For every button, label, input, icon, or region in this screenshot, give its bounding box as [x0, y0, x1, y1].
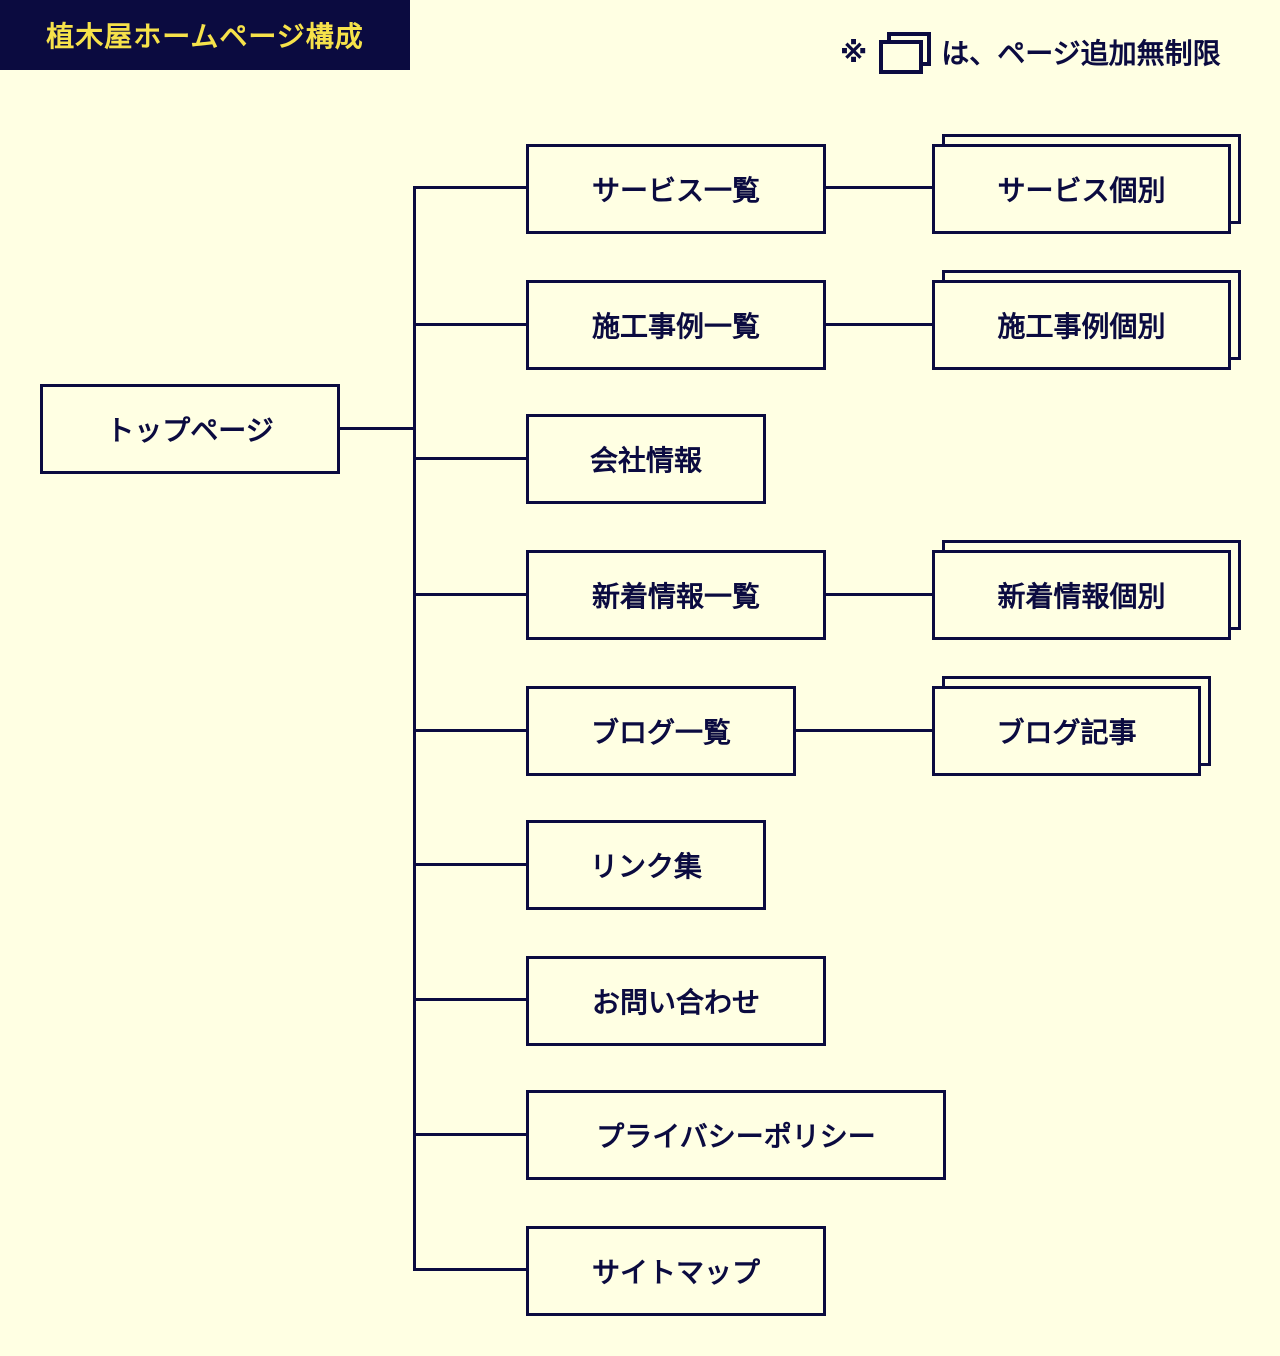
- connector-branch: [413, 593, 528, 596]
- connector-child: [795, 729, 935, 732]
- node-service-detail: サービス個別: [932, 144, 1231, 234]
- connector-child: [825, 593, 935, 596]
- connector-branch: [413, 186, 528, 189]
- node-sitemap: サイトマップ: [526, 1226, 826, 1316]
- connector-branch: [413, 1268, 528, 1271]
- node-links: リンク集: [526, 820, 766, 910]
- node-works-detail: 施工事例個別: [932, 280, 1231, 370]
- node-blog-article: ブログ記事: [932, 686, 1201, 776]
- legend-note: ※ は、ページ追加無制限: [840, 30, 1221, 74]
- connector-branch: [413, 1133, 528, 1136]
- node-news-list: 新着情報一覧: [526, 550, 826, 640]
- node-blog-list: ブログ一覧: [526, 686, 796, 776]
- connector-child: [825, 186, 935, 189]
- node-company-info: 会社情報: [526, 414, 766, 504]
- legend-text: は、ページ追加無制限: [941, 37, 1221, 70]
- connector-child: [825, 323, 935, 326]
- connector-branch: [413, 729, 528, 732]
- legend-prefix: ※: [840, 35, 868, 69]
- node-works-list: 施工事例一覧: [526, 280, 826, 370]
- node-contact: お問い合わせ: [526, 956, 826, 1046]
- connector-branch: [413, 457, 528, 460]
- connector-trunk: [413, 186, 416, 1271]
- node-privacy-policy: プライバシーポリシー: [526, 1090, 946, 1180]
- connector-branch: [413, 323, 528, 326]
- node-top-page: トップページ: [40, 384, 340, 474]
- connector-branch: [413, 863, 528, 866]
- node-service-list: サービス一覧: [526, 144, 826, 234]
- node-news-detail: 新着情報個別: [932, 550, 1231, 640]
- diagram-title: 植木屋ホームページ構成: [46, 20, 364, 53]
- connector-branch: [413, 998, 528, 1001]
- diagram-title-bar: 植木屋ホームページ構成: [0, 0, 410, 70]
- stacked-pages-icon: [879, 32, 932, 74]
- connector-root: [340, 427, 416, 430]
